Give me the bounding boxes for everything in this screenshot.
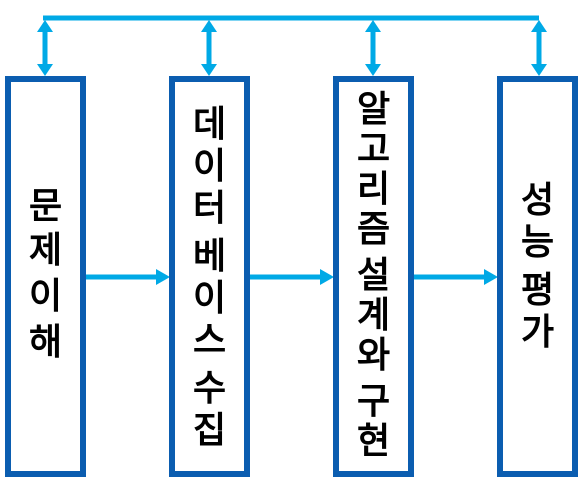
box-algorithm-design-char-4: 설: [357, 255, 390, 296]
box-algorithm-design-frame: [333, 76, 414, 477]
box-algorithm-design-char-0: 알: [357, 89, 390, 130]
box-algorithm-design-char-6: 와: [357, 335, 390, 376]
box-performance-evaluation-char-0: 성: [521, 180, 554, 221]
bus-arrow-data-collection: [201, 20, 217, 76]
box-problem-understanding-char-3: 해: [29, 322, 62, 363]
flow-arrow-problem-understanding-to-data-collection: [86, 269, 170, 285]
flow-arrow-algorithm-design-to-performance-evaluation: [414, 269, 498, 285]
box-data-collection-char-1: 이: [193, 146, 226, 187]
box-data-collection: 데 이 터 베 이 스 수 집: [169, 76, 250, 477]
box-problem-understanding-frame: [5, 76, 86, 477]
box-data-collection-char-4: 이: [193, 278, 226, 319]
box-data-collection-char-7: 집: [193, 410, 226, 451]
box-data-collection-char-6: 수: [193, 368, 226, 409]
box-algorithm-design-char-2: 리: [357, 169, 390, 210]
box-algorithm-design-char-3: 즘: [357, 209, 390, 250]
box-problem-understanding-char-0: 문: [29, 186, 62, 227]
feedback-bus-arrows: [37, 20, 547, 76]
box-data-collection-char-0: 데: [193, 104, 226, 145]
box-problem-understanding-char-1: 제: [29, 230, 62, 271]
box-performance-evaluation-char-3: 가: [521, 312, 554, 353]
process-boxes: 문 제 이 해 데 이 터 베 이 스 수 집 알 고 리 즘 설 계 와 구 …: [5, 76, 578, 477]
bus-arrow-problem-understanding: [37, 20, 53, 76]
box-data-collection-char-5: 스: [193, 320, 226, 361]
flow-arrows: [86, 269, 498, 285]
box-algorithm-design-char-1: 고: [357, 129, 390, 170]
box-data-collection-frame: [169, 76, 250, 477]
box-data-collection-char-3: 베: [193, 236, 226, 277]
box-problem-understanding-char-2: 이: [29, 276, 62, 317]
box-performance-evaluation: 성 능 평 가: [497, 76, 578, 477]
flow-arrow-data-collection-to-algorithm-design: [250, 269, 334, 285]
box-performance-evaluation-char-1: 능: [521, 222, 554, 263]
box-algorithm-design-char-5: 계: [357, 295, 390, 336]
box-problem-understanding: 문 제 이 해: [5, 76, 86, 477]
box-algorithm-design-char-7: 구: [357, 381, 390, 422]
bus-arrow-algorithm-design: [365, 20, 381, 76]
box-performance-evaluation-char-2: 평: [521, 270, 554, 311]
bus-arrow-performance-evaluation: [531, 20, 547, 76]
box-algorithm-design-char-8: 현: [357, 421, 390, 462]
box-performance-evaluation-frame: [497, 76, 578, 477]
box-data-collection-char-2: 터: [193, 188, 226, 229]
box-algorithm-design: 알 고 리 즘 설 계 와 구 현: [333, 76, 414, 477]
